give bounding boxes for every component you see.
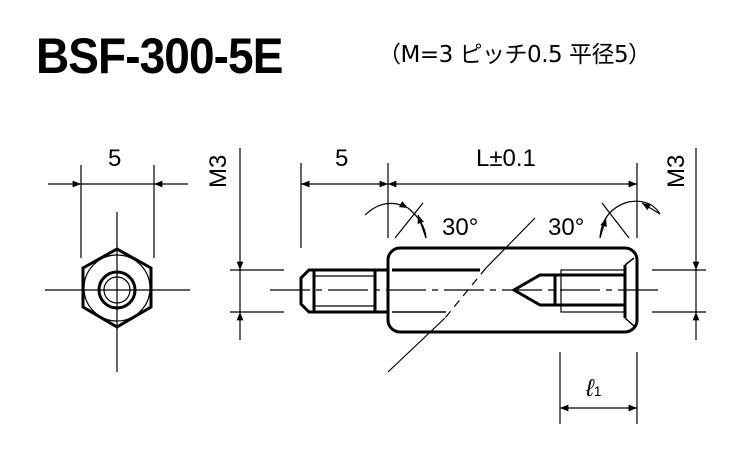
thread-spec-subtitle: （M=3 ピッチ0.5 平径5） bbox=[378, 42, 651, 68]
right-m3-label: M3 bbox=[663, 155, 690, 188]
front-width-dim: 5 bbox=[108, 145, 121, 172]
left-chamfer-angle-indicator bbox=[364, 201, 427, 239]
left-chamfer-angle: 30° bbox=[442, 214, 478, 241]
stud-length-dimension bbox=[300, 163, 389, 248]
body-length-dimension bbox=[388, 163, 638, 238]
stud-length-label: 5 bbox=[335, 145, 348, 172]
part-number-title: BSF-300-5E bbox=[36, 28, 283, 84]
left-thread-dimension bbox=[230, 148, 284, 340]
right-chamfer-angle: 30° bbox=[548, 214, 584, 241]
male-thread-stud bbox=[299, 268, 388, 314]
right-chamfer-angle-indicator bbox=[599, 200, 661, 239]
tap-depth-label: ℓ1 bbox=[585, 375, 602, 402]
left-m3-label: M3 bbox=[205, 155, 232, 188]
right-thread-dimension bbox=[652, 148, 706, 340]
body-length-label: L±0.1 bbox=[476, 145, 536, 172]
hex-body bbox=[270, 217, 660, 373]
front-view-hex bbox=[45, 165, 190, 372]
tap-depth-dimension bbox=[559, 352, 638, 424]
